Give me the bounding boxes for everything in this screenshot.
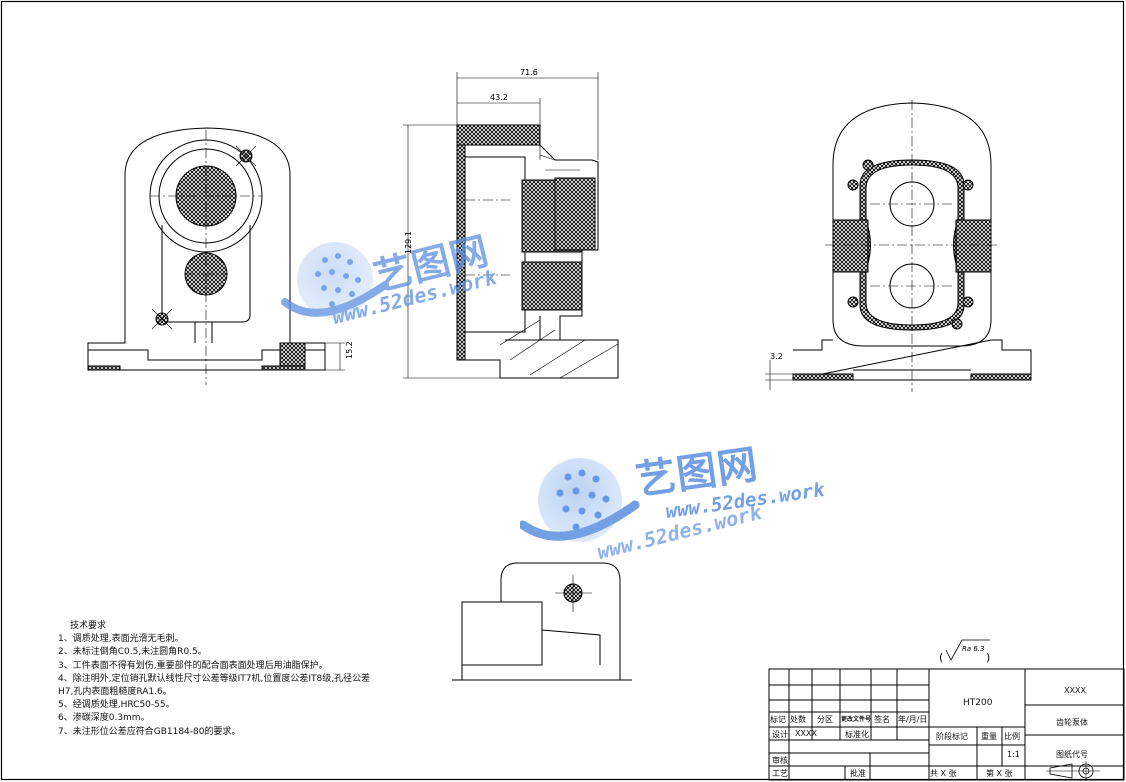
roughness-suffix: ) [986,651,990,664]
top-outer-dim: 71.6 [520,68,538,77]
tb-approve: 批准 [850,769,866,778]
tb-part-name: 齿轮泵体 [1056,718,1088,727]
tb-process: 工艺 [772,769,788,778]
tb-mark: 标记 [770,715,786,724]
roughness-symbol [945,639,990,661]
tb-zone: 分区 [817,715,833,724]
tb-designer: XXXX [795,729,817,738]
bottom-partial-view [452,562,632,681]
tb-standardize: 标准化 [845,730,869,739]
watermark: 艺图网 www.52des.work [260,225,600,345]
tb-sheets: 共 X 张 [930,769,957,778]
tb-scale: 比例 [1004,732,1020,741]
tb-material: HT200 [963,698,993,708]
tech-item: 1、调质处理,表面光滑无毛刺。 [58,634,184,645]
top-inner-dim: 43.2 [490,93,508,102]
tb-count: 处数 [790,715,806,724]
tb-change-doc: 更改文件号 [841,716,872,723]
tb-company: XXXX [1064,686,1086,695]
side-section-view [403,72,619,379]
roughness-label: Ra 6.3 [962,645,985,653]
tb-sign: 签名 [874,715,890,724]
tb-drawing-no-label: 图纸代号 [1056,750,1088,759]
tech-item: 4、除注明外,定位销孔默认线性尺寸公差等级IT7机,位置度公差IT8级,孔径公差 [58,673,371,684]
tb-sheet-no: 第 X 张 [986,769,1013,778]
tech-item: 5、经调质处理,HRC50-55。 [58,700,175,711]
watermark: 艺图网 www.52des.work www.52des.work [515,440,855,570]
tech-item: 3、工件表面不得有划伤,重要部件的配合面表面处理后用油脂保护。 [58,660,328,671]
front-base-dim: 15.2 [345,341,354,359]
tech-item: 6、渗碳深度0.3mm。 [58,713,150,724]
roughness-prefix: ( [939,651,943,664]
back-view [765,100,1032,392]
tb-scale-value: 1:1 [1007,750,1020,759]
side-height-dim: 129.1 [404,231,413,254]
projection-icon [1046,761,1100,781]
tb-stage-mark: 阶段标记 [936,732,968,741]
tb-review: 审核 [772,756,788,765]
front-view [87,127,345,385]
title-block-grid [768,668,1125,781]
tb-weight: 重量 [981,732,997,741]
tb-date: 年/月/日 [898,715,928,724]
watermark-globe-icon [281,242,389,318]
tech-item: 2、未标注倒角C0.5,未注圆角R0.5。 [58,647,207,658]
watermark-globe-icon [520,458,640,542]
right-base-dim: 3.2 [770,352,783,361]
tech-item: H7,孔内表面粗糙度RA1.6。 [58,687,172,698]
technical-requirements: 技术要求 1、调质处理,表面光滑无毛刺。 2、未标注倒角C0.5,未注圆角R0.… [58,620,370,739]
tb-design: 设计 [772,730,788,739]
tech-item: 7、未注形位公差应符合GB1184-80的要求。 [58,726,241,737]
tech-title: 技术要求 [70,621,107,631]
